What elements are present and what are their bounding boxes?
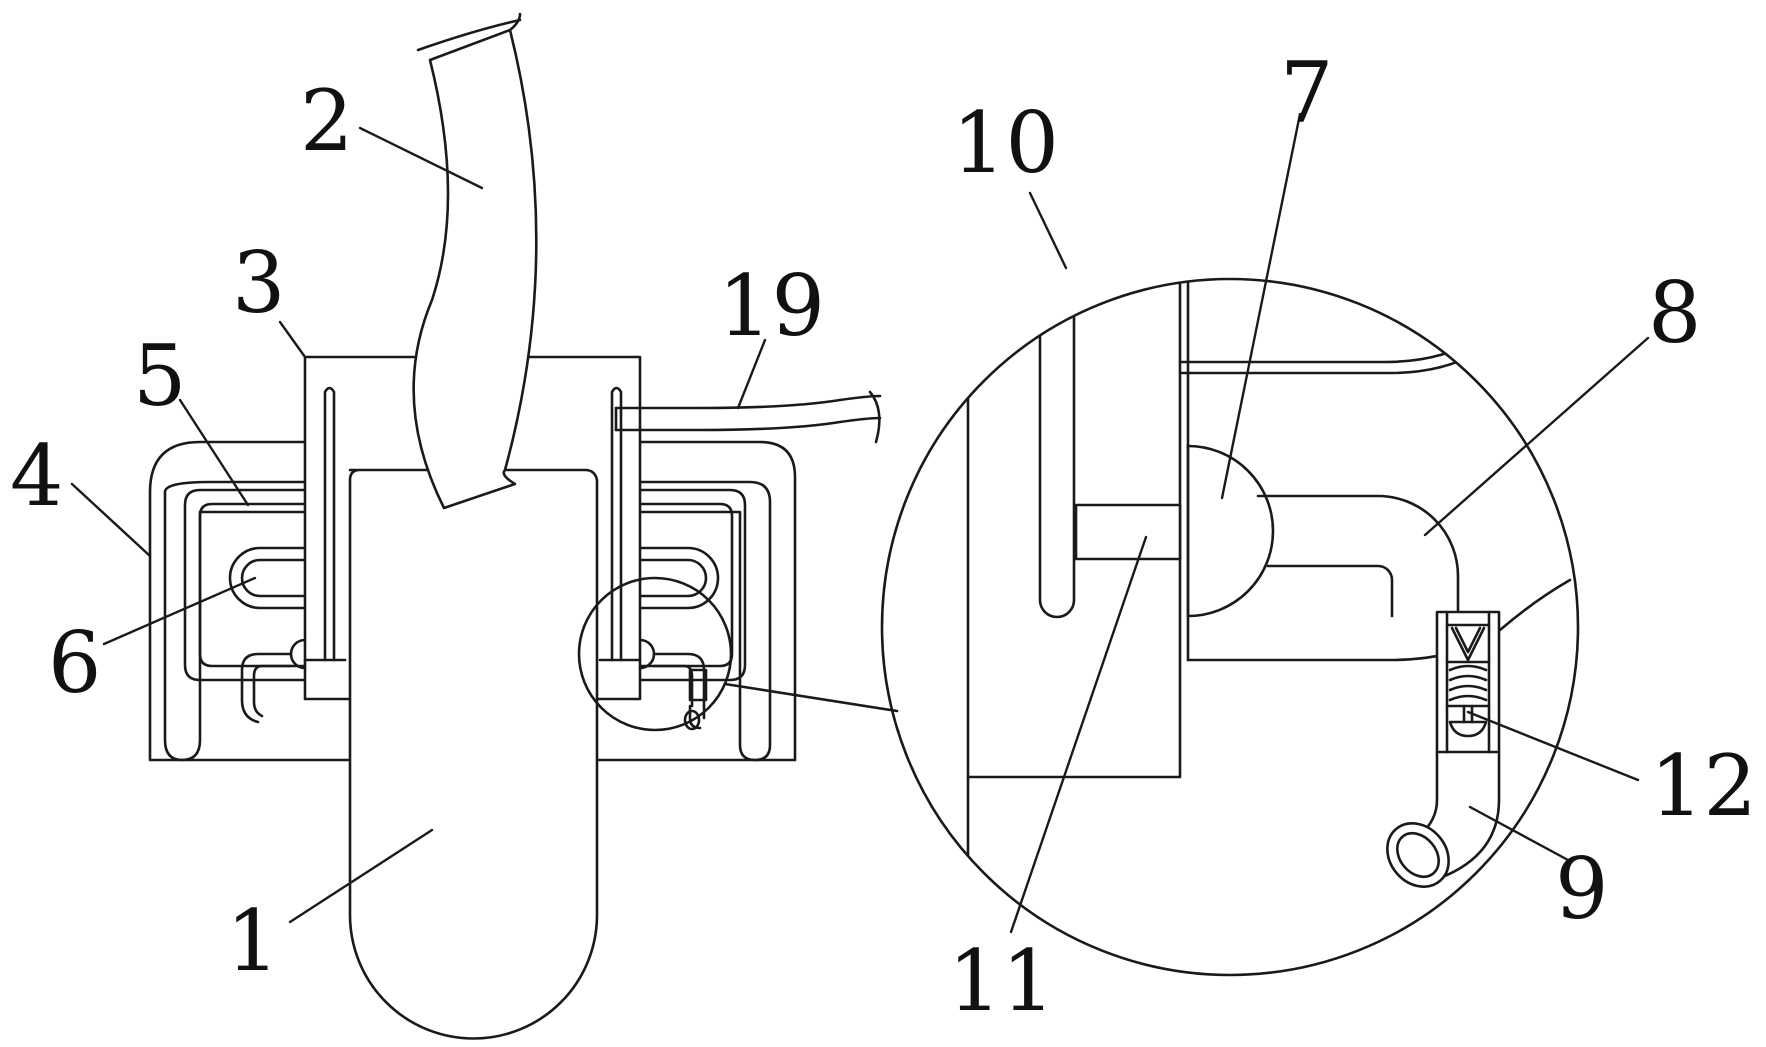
label-10: 10 bbox=[952, 94, 1059, 192]
roller-left bbox=[228, 546, 307, 610]
label-3: 3 bbox=[232, 234, 285, 332]
label-6: 6 bbox=[48, 614, 101, 712]
reference-numerals: 1 2 3 4 5 6 19 10 7 8 11 12 9 bbox=[10, 44, 1757, 1030]
label-7: 7 bbox=[1280, 44, 1333, 142]
connecting-pipe bbox=[614, 390, 882, 444]
right-valve-assembly bbox=[638, 638, 708, 731]
label-4: 4 bbox=[10, 427, 63, 525]
main-body bbox=[348, 468, 599, 1040]
label-9: 9 bbox=[1555, 840, 1608, 938]
leader-lines bbox=[70, 112, 1650, 934]
left-valve-assembly bbox=[240, 638, 307, 724]
feed-tube bbox=[412, 28, 538, 510]
outer-frame bbox=[148, 440, 797, 762]
label-19: 19 bbox=[718, 257, 825, 355]
detail-view bbox=[966, 279, 1572, 975]
label-1: 1 bbox=[226, 892, 279, 990]
label-8: 8 bbox=[1648, 264, 1701, 362]
roller-right bbox=[638, 546, 720, 610]
label-12: 12 bbox=[1650, 737, 1757, 835]
detail-circle bbox=[880, 277, 1580, 977]
label-2: 2 bbox=[300, 72, 353, 170]
left-slot bbox=[303, 386, 347, 662]
label-5: 5 bbox=[133, 327, 186, 425]
label-11: 11 bbox=[948, 932, 1055, 1030]
right-slot bbox=[598, 386, 642, 662]
detail-marker-circle bbox=[577, 576, 733, 732]
inner-housing bbox=[183, 488, 747, 682]
detail-connector-line bbox=[723, 682, 899, 713]
